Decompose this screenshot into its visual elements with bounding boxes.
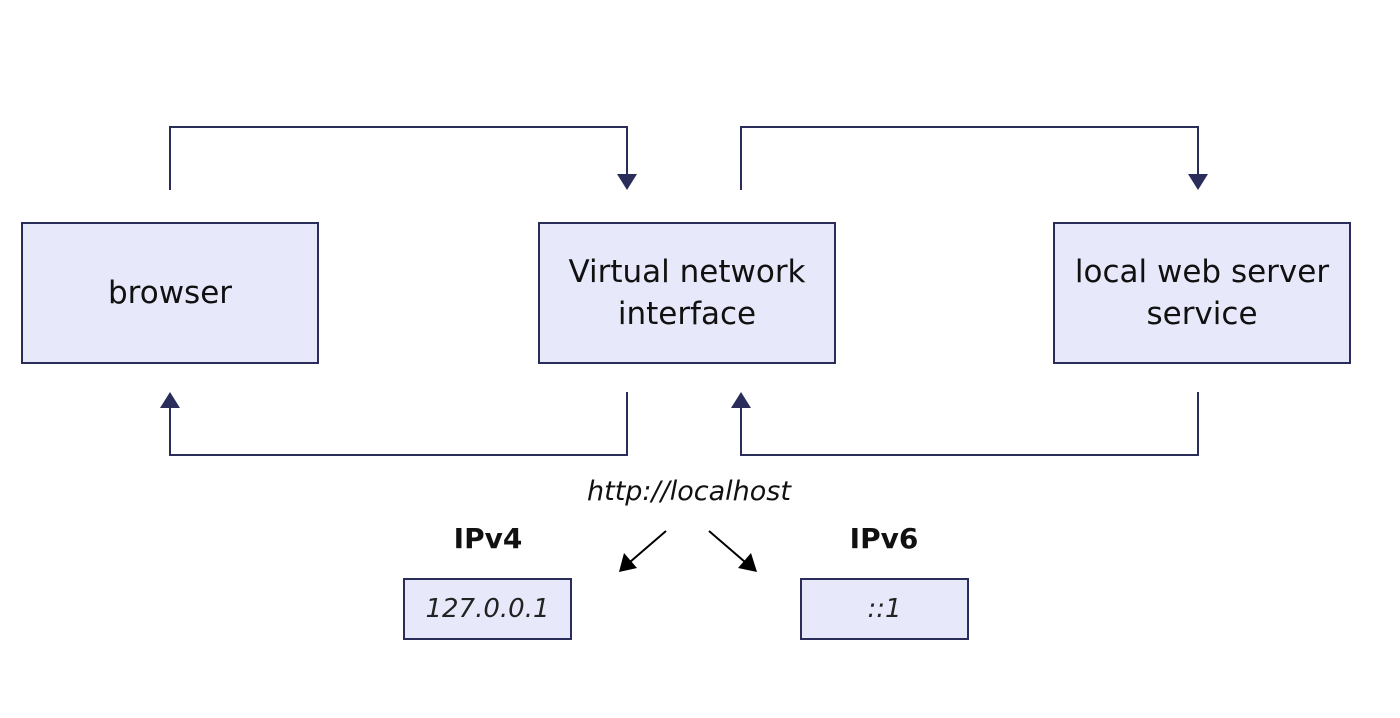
- ipv4-address: 127.0.0.1: [425, 594, 550, 624]
- arrow-localhost-to-ipv6: [708, 530, 757, 572]
- arrow-interface-to-browser: [160, 392, 628, 456]
- ipv6-label: IPv6: [849, 522, 919, 555]
- arrow-localhost-to-ipv4: [619, 530, 667, 572]
- browser-node-label: browser: [107, 275, 233, 311]
- virtual-network-interface-node: Virtual network interface: [538, 222, 836, 364]
- local-web-server-node: local web server service: [1053, 222, 1351, 364]
- arrow-browser-to-interface: [169, 126, 637, 190]
- arrow-server-to-interface: [731, 392, 1199, 456]
- virtual-network-interface-label: Virtual network interface: [568, 254, 806, 332]
- local-web-server-label: local web server service: [1074, 254, 1330, 332]
- ipv4-label: IPv4: [453, 522, 523, 555]
- ipv6-address-box: ::1: [800, 578, 969, 640]
- ipv6-address: ::1: [867, 594, 902, 624]
- arrow-interface-to-server: [740, 126, 1208, 190]
- browser-node: browser: [21, 222, 319, 364]
- localhost-url-label: http://localhost: [587, 476, 791, 507]
- ipv4-address-box: 127.0.0.1: [403, 578, 572, 640]
